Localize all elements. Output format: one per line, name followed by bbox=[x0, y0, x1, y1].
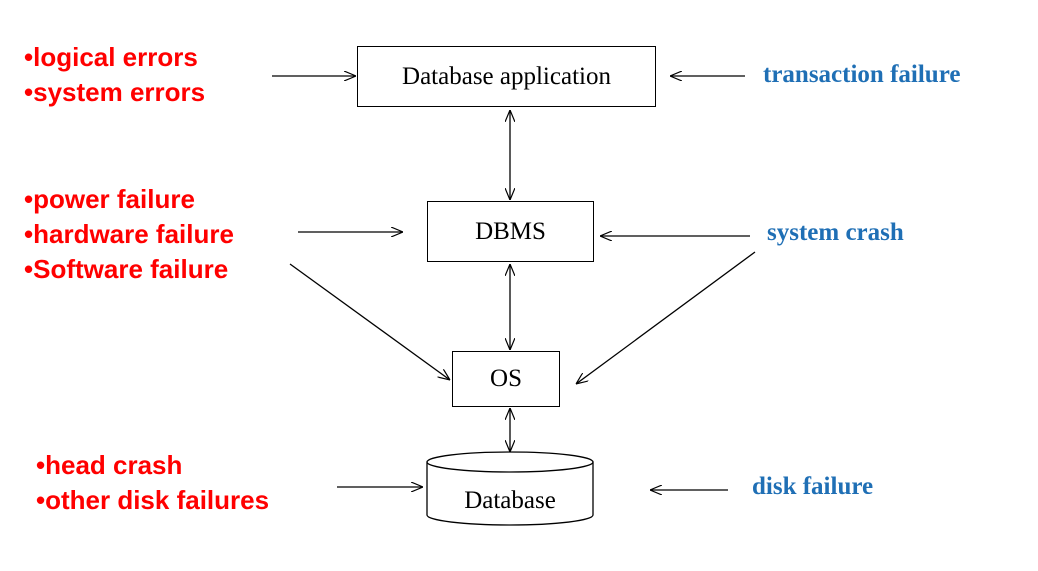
arrow-dbms-causes-to-os bbox=[289, 263, 450, 380]
app-causes: •logical errors •system errors bbox=[24, 40, 205, 110]
system-crash-label: system crash bbox=[767, 219, 904, 246]
database-cylinder-icon bbox=[426, 451, 594, 526]
node-dbms: DBMS bbox=[427, 201, 594, 262]
cause-item: •head crash bbox=[36, 450, 183, 480]
cause-item: •logical errors bbox=[24, 42, 198, 72]
cause-item: •system errors bbox=[24, 77, 206, 107]
cause-item: •other disk failures bbox=[36, 485, 270, 515]
disk-failure-label: disk failure bbox=[752, 473, 874, 500]
node-database-application: Database application bbox=[357, 46, 656, 107]
cause-item: •Software failure bbox=[24, 254, 229, 284]
database-label: Database bbox=[464, 487, 556, 514]
cause-item: •power failure bbox=[24, 184, 195, 214]
transaction-failure-label: transaction failure bbox=[763, 61, 961, 88]
cause-item: •hardware failure bbox=[24, 219, 234, 249]
node-os: OS bbox=[452, 351, 560, 407]
node-database: Database bbox=[426, 451, 594, 527]
arrow-system-crash-to-os bbox=[576, 251, 756, 384]
dbms-causes: •power failure •hardware failure •Software… bbox=[24, 182, 234, 287]
database-causes: •head crash •other disk failures bbox=[36, 448, 269, 518]
